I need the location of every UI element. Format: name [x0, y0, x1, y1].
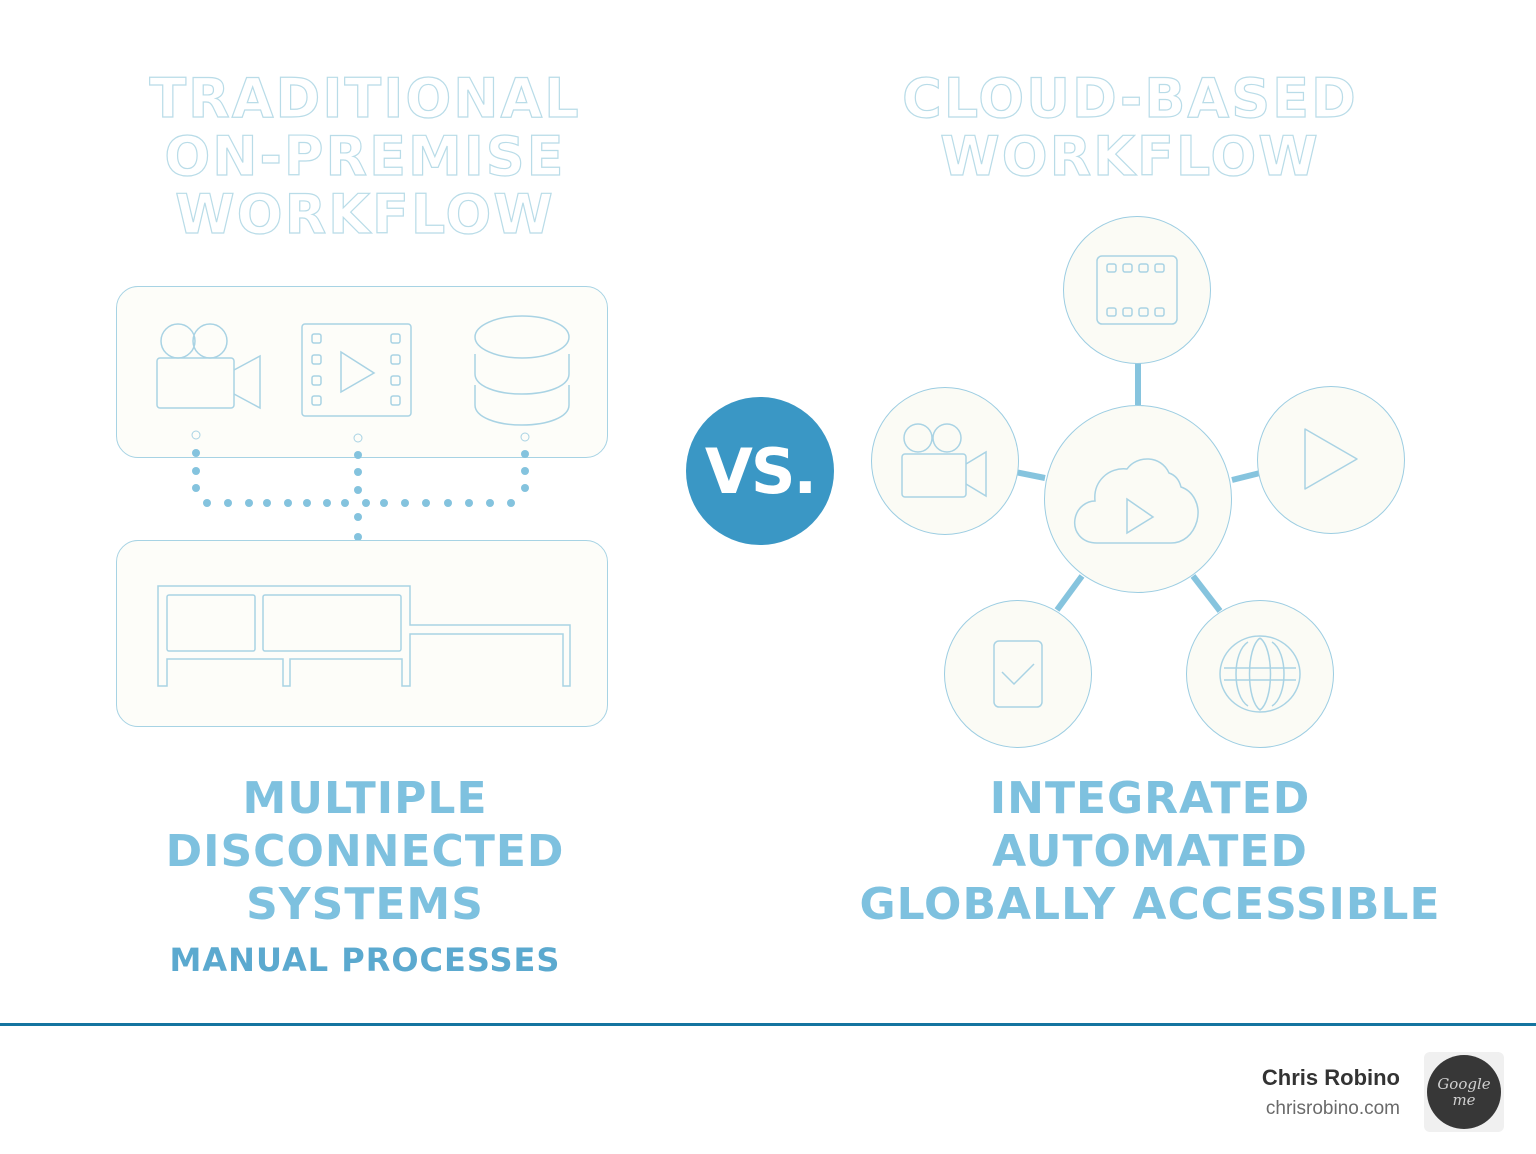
left-title-line-3: WORKFLOW [175, 183, 555, 246]
right-title-line-2: WORKFLOW [940, 125, 1320, 188]
connector-bottom-left [1054, 574, 1085, 612]
left-caption-line-3: SYSTEMS [246, 879, 484, 930]
cloud-play-icon [1073, 458, 1199, 544]
left-caption-line-2: DISCONNECTED [165, 826, 565, 877]
connector-dots [191, 430, 530, 565]
right-caption-line-1: INTEGRATED [989, 773, 1311, 824]
cloud-hub-node [1044, 405, 1232, 593]
vs-badge: VS. [686, 397, 834, 545]
right-caption: INTEGRATED AUTOMATED GLOBALLY ACCESSIBLE [830, 772, 1470, 931]
film-strip-node [1063, 216, 1211, 364]
left-title-line-2: ON-PREMISE [164, 125, 566, 188]
left-title-line-1: TRADITIONAL [149, 67, 581, 130]
author-site-link[interactable]: chrisrobino.com [1265, 1098, 1400, 1119]
left-title: TRADITIONAL ON-PREMISE WORKFLOW [120, 67, 610, 246]
right-title-line-1: CLOUD-BASED [902, 67, 1358, 130]
database-icon [474, 315, 570, 426]
video-camera-node [871, 387, 1019, 535]
author-avatar: Google me [1424, 1052, 1504, 1132]
avatar-image: Google me [1427, 1055, 1501, 1129]
right-title: CLOUD-BASED WORKFLOW [880, 67, 1380, 188]
right-caption-line-3: GLOBALLY ACCESSIBLE [859, 879, 1441, 930]
video-camera-icon [156, 323, 261, 410]
globe-node [1186, 600, 1334, 748]
play-icon [1304, 428, 1358, 490]
left-caption: MULTIPLE DISCONNECTED SYSTEMS [120, 772, 610, 931]
connector-bottom-right [1190, 574, 1223, 613]
disconnected-systems-structure-icon [157, 585, 571, 687]
connector-left [1014, 469, 1046, 481]
checklist-node [944, 600, 1092, 748]
left-caption-line-1: MULTIPLE [242, 773, 488, 824]
legacy-tools-panel [116, 286, 608, 458]
legacy-diagram [156, 315, 570, 565]
left-subcaption: MANUAL PROCESSES [169, 941, 561, 979]
footer-divider [0, 1023, 1536, 1026]
author-name: Chris Robino [1261, 1065, 1400, 1090]
checklist-icon [993, 640, 1043, 708]
play-node [1257, 386, 1405, 534]
globe-icon [1219, 635, 1301, 713]
connector-right [1231, 470, 1261, 483]
avatar-text-line-1: Google [1437, 1075, 1491, 1093]
avatar-text-line-2: me [1452, 1091, 1476, 1109]
film-play-icon [301, 323, 412, 417]
film-strip-icon [1096, 255, 1178, 325]
right-caption-line-2: AUTOMATED [992, 826, 1308, 877]
video-camera-icon [901, 423, 987, 498]
